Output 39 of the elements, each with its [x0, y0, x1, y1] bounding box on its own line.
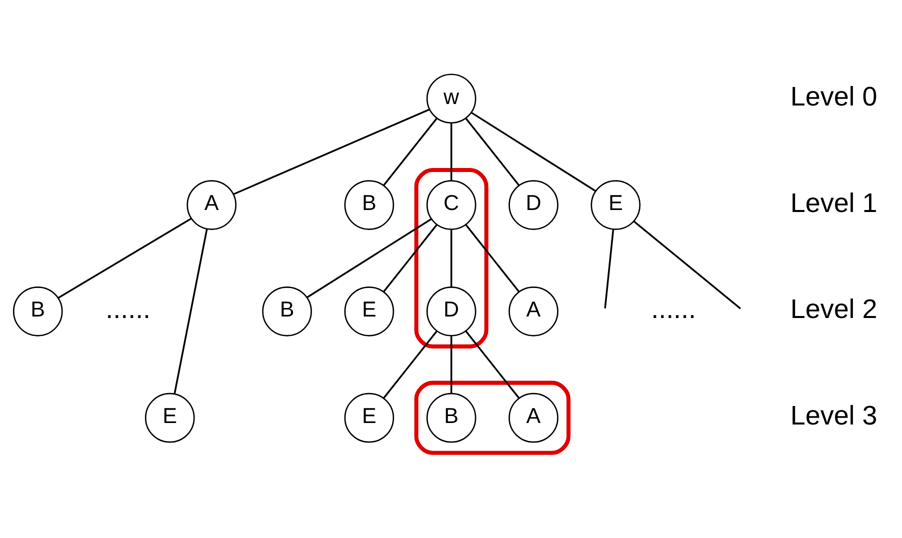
connector [174, 228, 208, 394]
label: ...... [651, 294, 696, 324]
connector [465, 224, 520, 292]
node-circle: w [426, 74, 476, 124]
node-circle: B [262, 286, 312, 336]
node-circle: A [186, 180, 237, 230]
node-circle: C [426, 180, 476, 230]
node-circle: E [590, 180, 641, 230]
connector [604, 229, 614, 308]
label: Level 3 [790, 400, 878, 431]
connector [58, 218, 192, 298]
connector [465, 330, 520, 399]
connector [471, 112, 596, 192]
connector [450, 336, 452, 394]
connector [450, 229, 452, 288]
label: ...... [106, 294, 151, 324]
connector [465, 118, 520, 186]
connector [450, 123, 452, 181]
cluster [414, 380, 571, 455]
node-circle: E [344, 392, 394, 443]
node-circle: D [426, 286, 476, 336]
connector [383, 224, 438, 292]
node-circle: E [344, 286, 394, 336]
node-circle: B [426, 392, 476, 443]
node-circle: A [508, 286, 558, 336]
label: Level 2 [790, 294, 878, 324]
node-circle: A [508, 392, 558, 443]
node-circle: D [508, 180, 558, 230]
label: Level 1 [790, 188, 878, 218]
connector [383, 330, 438, 399]
node-circle: B [344, 180, 394, 230]
connector [306, 218, 432, 298]
node-circle: B [12, 286, 63, 336]
connector [633, 220, 741, 310]
connector [233, 108, 430, 195]
cluster [414, 168, 488, 348]
connector [383, 118, 438, 186]
node-circle: E [144, 392, 195, 443]
label: Level 0 [790, 81, 878, 112]
